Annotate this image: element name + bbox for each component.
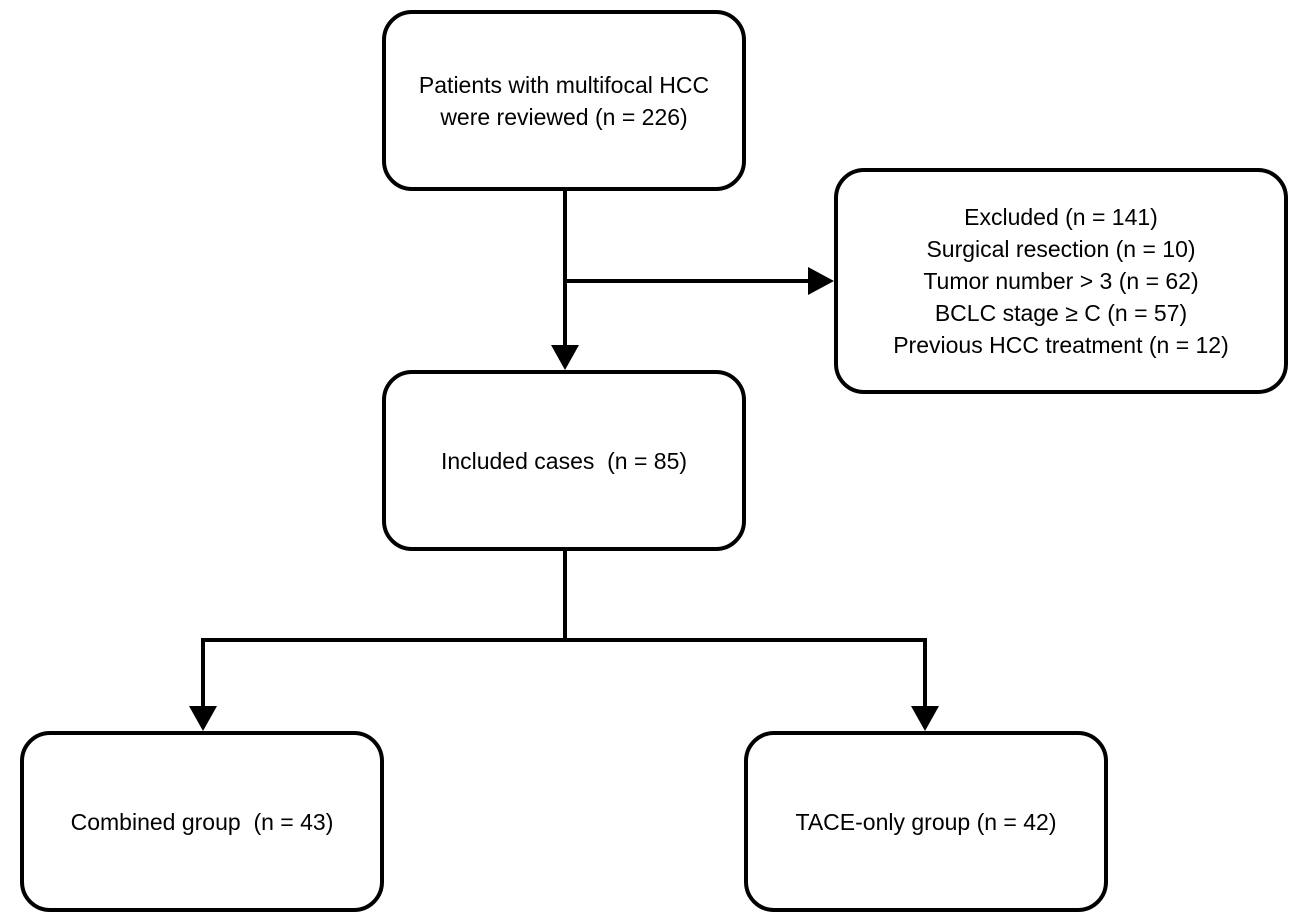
node-patients-reviewed: Patients with multifocal HCC were review… bbox=[382, 10, 746, 191]
node-excluded-line-3: Tumor number > 3 (n = 62) bbox=[923, 268, 1199, 294]
node-patients-reviewed-line-1: Patients with multifocal HCC bbox=[418, 71, 710, 98]
node-excluded-line-4: BCLC stage ≥ C (n = 57) bbox=[934, 300, 1188, 326]
node-excluded-line-1: Excluded (n = 141) bbox=[964, 204, 1158, 230]
node-combined-group: Combined group (n = 43) bbox=[20, 731, 384, 912]
node-excluded: Excluded (n = 141) Surgical resection (n… bbox=[834, 168, 1288, 394]
node-tace-only-group: TACE-only group (n = 42) bbox=[744, 731, 1108, 912]
node-patients-reviewed-line-2: were reviewed (n = 226) bbox=[440, 103, 688, 130]
connector-split-horizontal bbox=[201, 638, 927, 711]
node-excluded-line-2: Surgical resection (n = 10) bbox=[926, 236, 1196, 262]
arrowhead-to-included bbox=[551, 345, 579, 370]
arrowhead-to-combined bbox=[189, 706, 217, 731]
node-tace-only-group-label: TACE-only group (n = 42) bbox=[795, 808, 1057, 835]
node-included-cases: Included cases (n = 85) bbox=[382, 370, 746, 551]
arrowhead-to-tace-only bbox=[911, 706, 939, 731]
node-combined-group-label: Combined group (n = 43) bbox=[70, 808, 334, 835]
arrowhead-to-excluded bbox=[808, 267, 834, 295]
node-excluded-line-5: Previous HCC treatment (n = 12) bbox=[893, 332, 1229, 358]
node-included-cases-label: Included cases (n = 85) bbox=[440, 447, 688, 474]
